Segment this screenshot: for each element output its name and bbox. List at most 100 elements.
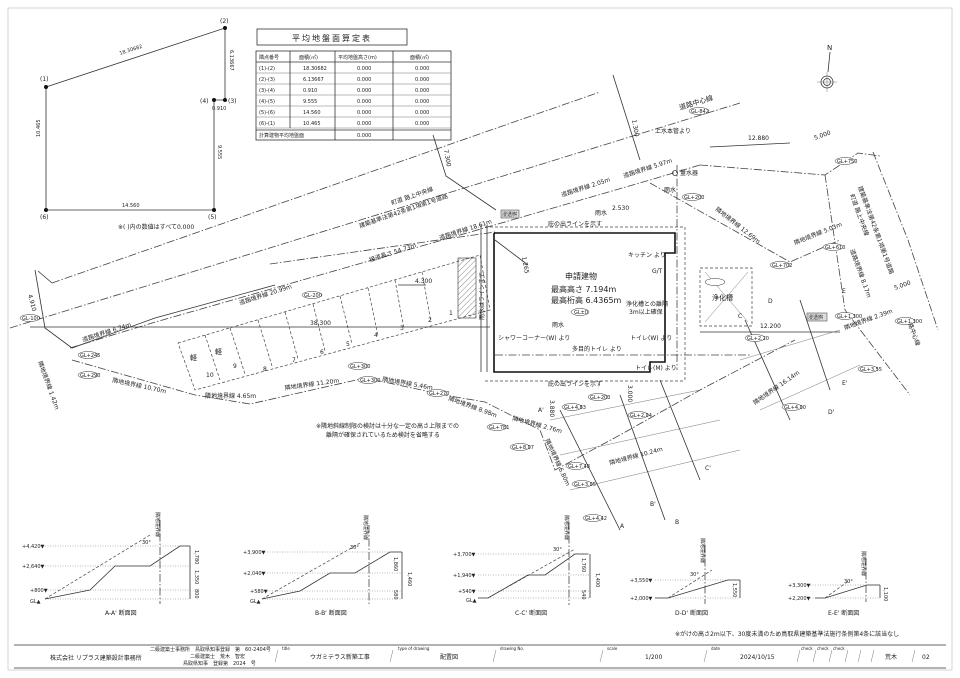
dim-7300: 7.300 (442, 149, 452, 167)
water-main-label: 上水本管より (655, 127, 691, 135)
table-cell: 0.910 (303, 88, 317, 94)
gl-mark: GL+300 (347, 362, 370, 370)
dim-2530: 2.530 (612, 205, 629, 212)
water-meter-label: 量水器 (680, 169, 698, 177)
gl-mark: GL+1.300 (834, 312, 862, 320)
dim-4300: 4.300 (415, 278, 432, 285)
table-header: 面積(㎡) (410, 54, 429, 61)
table-footer-label: 計算建物平均地盤面 (259, 132, 304, 139)
table-cell: (5)-(6) (259, 110, 275, 116)
section-angle: 30° (690, 572, 699, 578)
gl-mark: GL-200 (301, 291, 323, 299)
average-ground-table: 平均地盤面算定表 隣点番号 面積(㎡) 平均地盤高さ(m) 面積(㎡) (1)-… (255, 28, 452, 141)
dim-1300: 1.300 (630, 119, 640, 137)
table-cell: 0.000 (415, 110, 429, 116)
table-cell: 10.465 (303, 121, 321, 127)
license-info: 二級建築士事務所 鳥取県知事登録 第 60-2404号 (150, 646, 271, 653)
table-cell: 0.000 (415, 66, 429, 72)
parking-number: 1 (449, 310, 453, 317)
gl-mark-label: GL+3.05 (574, 482, 596, 488)
slope-note: 離隔が確保されているため検討を省略する (326, 431, 440, 439)
shower-drain-label: シャワーコーナー(W) より (498, 335, 570, 342)
section-dim: 1,350 (193, 570, 199, 584)
section-boundary: 隣地境界線 (699, 538, 706, 563)
north-arrow-icon: N (817, 44, 837, 92)
table-cell: 0.000 (357, 110, 371, 116)
parking-number: 5 (346, 341, 350, 348)
boundary-label: 隣地境界線 5.03m (793, 220, 844, 247)
parking-number: 8 (263, 366, 267, 373)
roads: 道路中心線 町道 路上中央線 建築基準法第42条第1項第1号道路 建築基準法第4… (9, 74, 939, 396)
table-row: (1)-(2) 18.30682 0.000 0.000 (259, 66, 429, 72)
table-header: 面積(㎡) (299, 54, 318, 61)
section-dim: 1,400 (594, 573, 600, 587)
parking-number: 6 (320, 349, 324, 356)
section-level: GL▲ (30, 599, 41, 605)
gl-mark: GL+2.20 (744, 334, 769, 342)
section-level: +2,040▼ (243, 571, 266, 577)
sheet-number: 02 (922, 654, 930, 661)
date-caption: date (711, 646, 721, 651)
toilet-drain-label: 多目的トイレ より (572, 345, 622, 353)
table-cell: 0.000 (357, 121, 371, 127)
section-level: +2,200▼ (788, 596, 811, 602)
rain-label: 雨水 (552, 321, 564, 329)
scale: 1/200 (645, 654, 662, 661)
section-dim: 800 (193, 589, 199, 599)
section-level: +800▼ (30, 588, 48, 594)
hatched-wall (457, 257, 477, 319)
gl-mark-label: GL+4.00 (784, 405, 806, 411)
table-title: 平均地盤面算定表 (292, 33, 372, 43)
parking-number: 9 (233, 363, 237, 370)
parking-number: 4 (374, 332, 378, 339)
dim-12200: 12.200 (760, 323, 781, 330)
lot-diagram: (1) (2) (3) (4) (5) (6) 18.30682 6.13667… (36, 18, 237, 231)
section-marker: E (842, 288, 846, 295)
utilities: 上水本管より 量水器 雨水 雨水 浸透桝 浸透桝 (500, 127, 828, 322)
dim-3000: 3.000 (626, 385, 633, 402)
boundary-label: 隣地境界線 5.46m (382, 375, 434, 392)
section-c: +3,700▼ +1,940▼ +540▼ GL▲ 1,760 1,400 54… (453, 515, 600, 617)
section-boundary: 隣地境界線 (860, 551, 867, 576)
table-cell: 0.000 (357, 66, 371, 72)
gl-mark: GL+8.07 (509, 443, 534, 451)
gl-mark: GL+2.04 (627, 411, 652, 419)
gl-mark: GL-100 (19, 314, 41, 322)
lot-note: ※( )内の数値はすべて0.000 (118, 223, 194, 231)
section-title: C-C' 断面図 (515, 609, 547, 617)
north-label: N (827, 44, 832, 52)
gl-mark-label: GL-842 (691, 109, 709, 115)
gl-mark: GL+750 (834, 157, 857, 165)
gl-mark-label: GL-200 (304, 293, 322, 299)
gl-mark-label: GL+270 (429, 391, 449, 397)
dim-5000: 5.000 (813, 129, 832, 142)
table-footer-value: 0.000 (357, 133, 371, 139)
section-title: B-B' 断面図 (315, 609, 347, 617)
table-cell: 0.000 (357, 99, 371, 105)
gl-mark-label: GL+781 (489, 425, 509, 431)
gl-mark: GL+7.48 (565, 462, 590, 470)
section-level: +4,420▼ (22, 544, 45, 550)
gl-mark: GL+4.42 (582, 514, 607, 522)
septic-distance: 3m以上確保 (629, 308, 663, 316)
section-e: +3,300▼ +2,200▼ 1,100 30° 隣地境界線 E-E' 断面図 (788, 551, 888, 617)
parking-number: 7 (292, 357, 296, 364)
table-row: (5)-(6) 14.560 0.000 0.000 (259, 110, 429, 116)
table-cell: 14.560 (303, 110, 321, 116)
table-row: (4)-(5) 9.555 0.000 0.000 (259, 99, 429, 105)
dim-3880: 3.880 (548, 400, 555, 417)
section-a: +4,420▼ +2,640▼ +800▼ GL▲ 1,780 1,350 80… (22, 512, 199, 617)
gl-mark: GL+290 (77, 371, 100, 379)
lot-point-2: (2) (220, 18, 229, 25)
toilet-drain-label: トイレ(W) より (630, 335, 672, 342)
kei-car-label: 軽 (215, 347, 222, 356)
section-marker: A (620, 523, 625, 530)
edge-6-1: 10.465 (36, 120, 42, 138)
table-cell: 6.13667 (303, 77, 324, 83)
check-caption: check (817, 646, 829, 651)
gl-mark-label: GL+300 (360, 378, 380, 384)
lot-point-5: (5) (208, 214, 217, 221)
gl-mark-label: GL+2.20 (747, 336, 769, 342)
gl-mark: GL+245 (77, 351, 100, 359)
access-length: 接道長さ 54.73m (368, 241, 417, 264)
